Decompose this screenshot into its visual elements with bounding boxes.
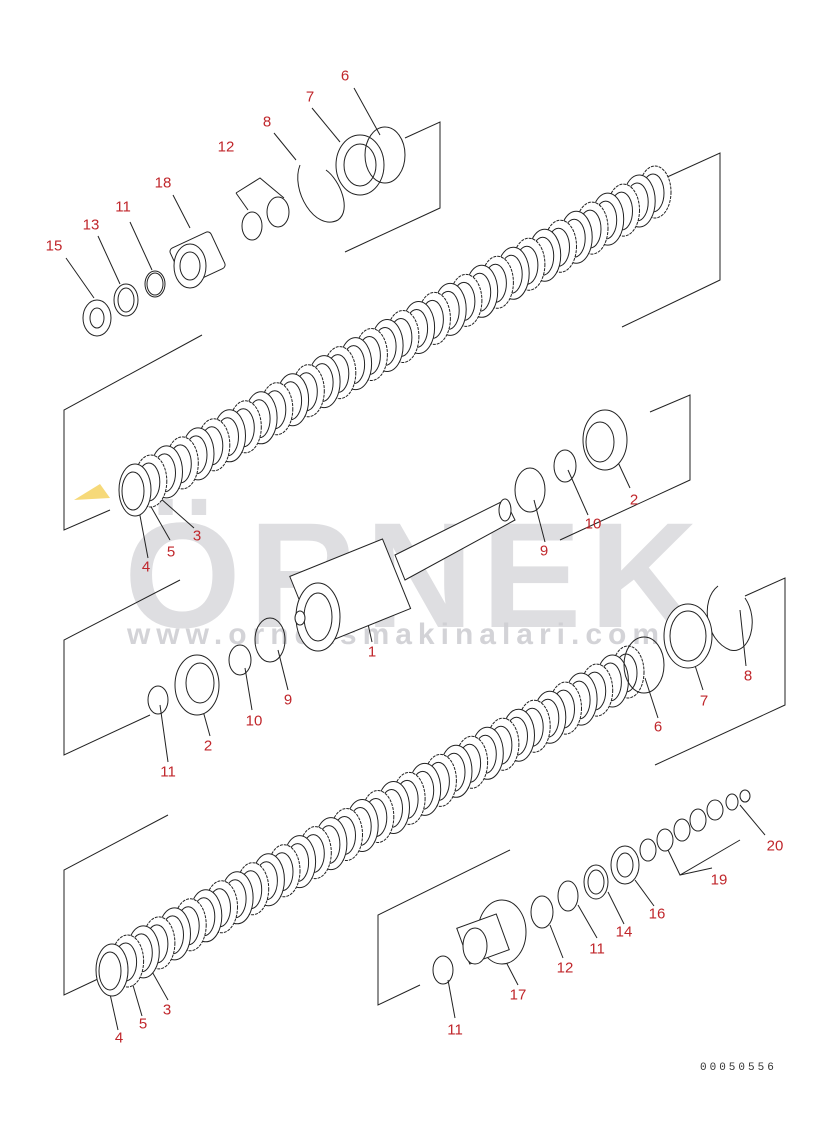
drawing-code: 00050556 (700, 1062, 777, 1074)
callout-c11a: 11 (115, 198, 131, 216)
part-10-ring-left (228, 644, 252, 676)
callout-c13: 13 (82, 216, 100, 234)
part-10-ring-right (553, 449, 577, 483)
part-12-bearing-a (241, 211, 263, 241)
callout-c11c: 11 (589, 940, 605, 958)
part-11-ring-bottom-right (557, 880, 579, 912)
part-9-snap-ring-right (514, 467, 546, 513)
callout-c4b: 4 (114, 1029, 124, 1047)
callout-c6a: 6 (340, 67, 350, 85)
part-20-o-ring-b (725, 793, 739, 811)
callout-c9b: 9 (283, 691, 293, 709)
watermark-accent-icon (74, 484, 110, 500)
part-8-snap-ring-right (706, 585, 753, 651)
part-20-o-ring-a (739, 789, 751, 803)
callout-c15: 15 (45, 237, 63, 255)
callout-c3b: 3 (162, 1001, 172, 1019)
part-12-bearing-bottom (530, 895, 554, 929)
group-outline-middle-left (63, 579, 181, 756)
callout-c4a: 4 (141, 558, 151, 576)
lower-clutch-disc-pack (95, 645, 645, 997)
group-outline-upper-pack (63, 334, 203, 531)
group-outline-lower-pack (63, 814, 169, 996)
part-19-ring-a (706, 799, 724, 821)
group-outline-upper-pack-right (621, 152, 721, 328)
callout-c18: 18 (154, 174, 172, 192)
callout-c1: 1 (367, 643, 377, 661)
callout-c5b: 5 (138, 1015, 148, 1033)
part-8-snap-ring-top (297, 164, 345, 223)
callout-c6b: 6 (653, 718, 663, 736)
callout-c19: 19 (710, 871, 728, 889)
part-19-ring-b (689, 808, 707, 832)
part-9-snap-ring-left (254, 617, 286, 663)
callout-c8a: 8 (262, 113, 272, 131)
callout-c14: 14 (615, 923, 633, 941)
callout-c8b: 8 (743, 667, 753, 685)
part-6-plate-top (364, 126, 406, 184)
part-19-ring-c (673, 818, 691, 842)
callout-c11b: 11 (160, 763, 176, 781)
part-1-shaft (394, 499, 516, 581)
callout-c7a: 7 (305, 88, 315, 106)
clutch-disc-bore (98, 951, 122, 991)
watermark-url: www.orneksmakinalari.com.tr (126, 618, 714, 651)
group-outline-top (344, 121, 441, 253)
callout-c2b: 2 (203, 737, 213, 755)
callout-c20: 20 (766, 837, 784, 855)
upper-clutch-disc-pack (118, 165, 672, 517)
callout-c11d: 11 (447, 1021, 463, 1039)
callout-c7b: 7 (699, 692, 709, 710)
callout-c3a: 3 (192, 527, 202, 545)
part-19-ring-e (639, 838, 657, 862)
callout-c9a: 9 (539, 542, 549, 560)
callout-c10b: 10 (245, 712, 263, 730)
part-19-ring-d (656, 828, 674, 852)
group-outline-lower-right (654, 577, 786, 766)
clutch-disc-bore (121, 471, 145, 511)
callout-c17: 17 (509, 986, 527, 1004)
group-outline-bottom (377, 849, 511, 1006)
part-11-ring-left (147, 685, 169, 715)
callout-c12b: 12 (556, 959, 574, 977)
group-outline-middle-right (559, 394, 691, 541)
part-6-plate-right (623, 636, 665, 694)
callout-c10a: 10 (584, 515, 602, 533)
part-12-bearing-b (266, 196, 290, 228)
callout-c16: 16 (648, 905, 666, 923)
part-11-ring-bottom (432, 955, 454, 985)
callout-c2a: 2 (629, 491, 639, 509)
callout-c12a: 12 (217, 138, 235, 156)
callout-c5a: 5 (166, 543, 176, 561)
